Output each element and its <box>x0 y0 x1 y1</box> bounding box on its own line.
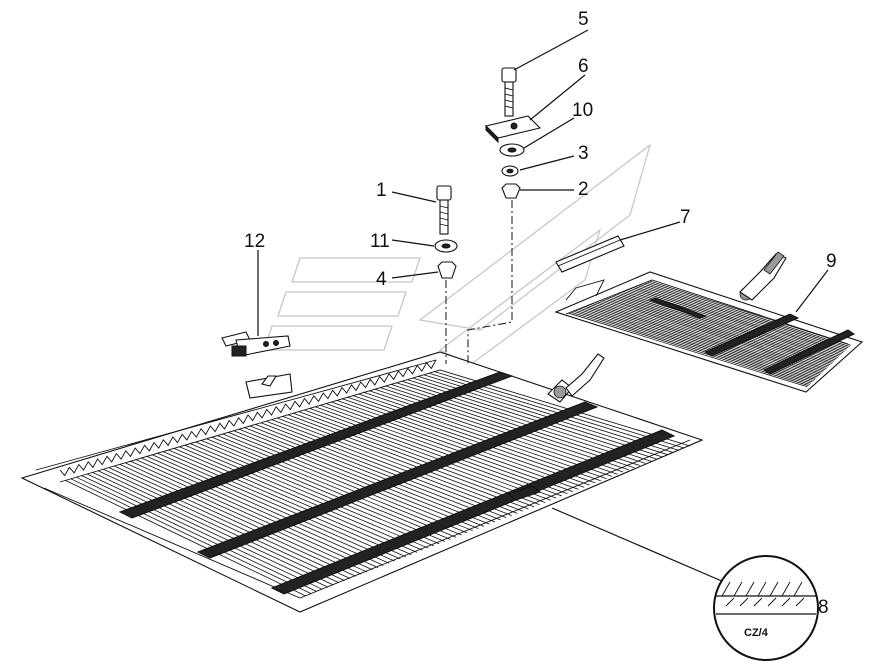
callout-2: 2 <box>578 179 589 200</box>
grate-bar <box>173 448 418 553</box>
grate-bar <box>179 446 423 551</box>
grate-bar <box>238 428 485 527</box>
grate-bar <box>184 444 429 549</box>
grate-bar <box>255 424 501 521</box>
segment-bar <box>604 298 827 369</box>
segment-bar <box>644 282 849 349</box>
grate-bar <box>152 454 395 562</box>
grate-bar <box>168 449 412 555</box>
grate-bar <box>76 476 317 592</box>
small-concave-segment <box>554 251 864 393</box>
grate-bar <box>65 480 306 597</box>
segment-bar <box>630 288 841 356</box>
grate-bar <box>336 400 585 488</box>
callout-1: 1 <box>376 180 387 201</box>
grate-bar <box>347 396 596 484</box>
grate-bar <box>200 440 446 542</box>
callout-3: 3 <box>578 143 589 164</box>
segment-bar <box>606 297 828 368</box>
grate-bar <box>124 462 368 573</box>
grate-bar <box>304 409 551 501</box>
grate-bar <box>141 457 384 566</box>
callout-8: 8 <box>818 597 829 618</box>
leader-lines <box>257 29 829 607</box>
grate-bar <box>114 465 356 577</box>
grate-bar <box>228 432 473 532</box>
grate-bar <box>342 398 590 486</box>
segment-bar <box>639 284 846 351</box>
detail-circle <box>713 555 819 661</box>
segment-bar <box>568 312 808 388</box>
grate-bar <box>260 422 507 519</box>
callout-5: 5 <box>578 9 589 30</box>
grate-bar <box>70 478 312 595</box>
grate-bar <box>108 467 351 579</box>
hardware-set <box>221 67 625 357</box>
callout-12: 12 <box>244 231 265 252</box>
callout-9: 9 <box>826 251 837 272</box>
callout-10: 10 <box>572 100 593 121</box>
grate-bar <box>146 456 390 564</box>
grate-bar <box>331 401 579 490</box>
segment-bar <box>611 295 831 366</box>
grate-bar <box>130 460 373 571</box>
grate-bar <box>190 443 434 547</box>
grate-bar <box>282 416 529 510</box>
callout-4: 4 <box>376 269 387 290</box>
grate-bar <box>320 404 568 495</box>
grate-bar <box>249 425 496 523</box>
grate-bar <box>358 393 607 479</box>
grate-bar <box>266 420 512 516</box>
grate-bar <box>233 430 479 529</box>
grate-bar <box>315 406 562 497</box>
serrated-edge <box>59 359 437 477</box>
segment-bar <box>601 299 826 371</box>
segment-bar <box>632 287 842 355</box>
detail-code: CZ/4 <box>744 627 769 639</box>
callout-7: 7 <box>680 207 691 228</box>
segment-bar <box>620 291 836 361</box>
grate-bar <box>222 433 468 534</box>
segment-bar <box>608 296 830 367</box>
segment-bar <box>613 294 832 364</box>
segment-bar <box>618 292 835 362</box>
grate-bar <box>206 438 451 540</box>
assembly-guide-lines <box>445 200 513 366</box>
grate-bar <box>195 441 440 545</box>
grate-bar <box>298 411 546 503</box>
grate-bar <box>287 414 535 508</box>
callout-6: 6 <box>578 56 589 77</box>
grate-bar <box>211 436 457 538</box>
grate-bar <box>325 403 574 492</box>
callout-labels: 5 6 10 3 2 1 11 4 7 9 12 8 CZ/4 <box>244 9 837 639</box>
grate-bar <box>217 435 462 536</box>
segment-bar <box>642 283 848 350</box>
grate-bar <box>309 408 557 499</box>
main-concave-grate <box>20 351 704 613</box>
grate-bar <box>271 419 518 514</box>
grate-bar <box>135 459 379 568</box>
grate-bar <box>103 468 345 581</box>
grate-bar <box>157 452 401 560</box>
grate-bar <box>293 412 540 506</box>
callout-11: 11 <box>370 231 390 252</box>
grate-bar <box>277 417 523 512</box>
grate-bar <box>162 451 407 558</box>
grate-bar <box>353 395 601 482</box>
grate-bar <box>119 464 362 575</box>
grate-bar <box>86 473 329 588</box>
grate-bar <box>244 427 490 525</box>
grate-bar <box>81 475 323 590</box>
grate-bar <box>97 470 340 584</box>
segment-bar <box>616 293 833 363</box>
segment-bar <box>647 281 850 347</box>
segment-bar <box>637 285 845 352</box>
segment-bar <box>635 286 844 353</box>
background-watermark <box>263 143 652 366</box>
segment-bar <box>649 280 851 346</box>
grate-bar <box>92 472 334 586</box>
